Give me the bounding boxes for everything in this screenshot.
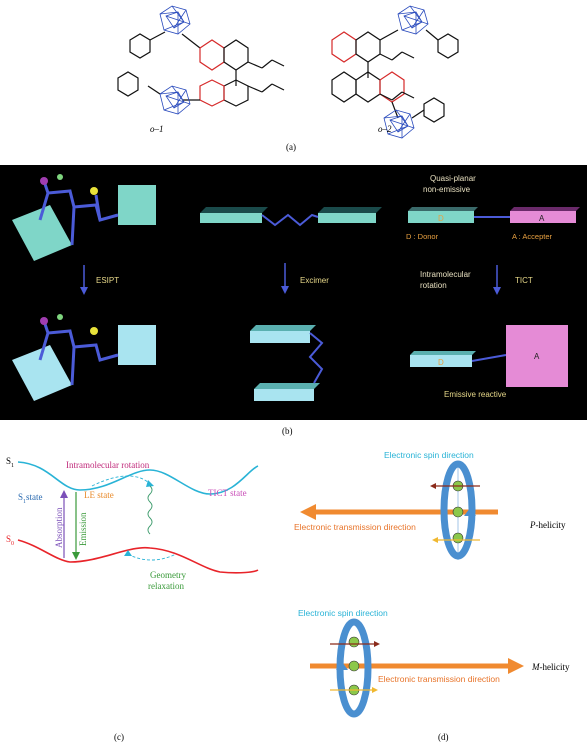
carborane-cage-icon	[383, 109, 415, 139]
acceptor-box-label: A	[539, 214, 545, 223]
acceptor-box-label-2: A	[534, 352, 540, 361]
transmission-direction-label-top: Electronic transmission direction	[294, 522, 416, 532]
s1-label: S1	[6, 456, 14, 469]
absorption-label: Absorption	[54, 507, 64, 548]
molecule-o2-label: o–2	[378, 124, 392, 134]
tict-top: D A	[408, 207, 580, 223]
s1-state-label: S1state	[18, 492, 43, 505]
intramolecular-label: Intramolecular	[420, 270, 471, 279]
emission-label: Emission	[78, 512, 88, 546]
electron-icon	[452, 506, 464, 518]
panel-c-label: (c)	[114, 732, 124, 742]
atom-icon	[57, 174, 63, 180]
panel-b-label: (b)	[282, 426, 293, 436]
spin-direction-label-top: Electronic spin direction	[384, 450, 474, 460]
atom-icon	[90, 187, 98, 195]
donor-legend: D : Donor	[406, 232, 439, 241]
rotation-label: rotation	[420, 281, 447, 290]
panel-b-background	[0, 165, 587, 420]
s0-label: S0	[6, 534, 14, 547]
intramolecular-rotation-label: Intramolecular rotation	[66, 460, 150, 470]
electron-icon	[348, 636, 360, 648]
esipt-bottom-molecule	[12, 314, 156, 401]
le-state-label: LE state	[84, 490, 114, 500]
transmission-direction-label-bottom: Electronic transmission direction	[378, 674, 500, 684]
molecule-o2	[331, 5, 459, 139]
acceptor-legend: A : Accepter	[512, 232, 553, 241]
panel-a-structures: o–1 o–2 (a)	[117, 5, 459, 152]
esipt-top-molecule	[12, 174, 156, 261]
molecule-o1	[117, 5, 285, 115]
s1-curve	[17, 461, 259, 495]
panel-c-energy-diagram: S1 S0 Intramolecular rotation S1state LE…	[6, 456, 259, 591]
panel-d-label: (d)	[438, 732, 449, 742]
electron-icon	[348, 660, 360, 672]
molecule-o1-label: o–1	[150, 124, 164, 134]
tict-label: TICT	[515, 276, 533, 285]
relaxation-arrow	[127, 553, 177, 561]
electron-icon	[452, 532, 464, 544]
tict-state-label: TICT state	[208, 488, 247, 498]
excimer-top	[200, 207, 382, 227]
nonradiative-decay-icon	[147, 485, 153, 535]
excimer-bottom	[250, 325, 324, 401]
atom-icon	[57, 314, 63, 320]
relaxation-label: relaxation	[148, 581, 184, 591]
panel-d-helicity: Electronic spin direction Electronic tra…	[294, 450, 570, 718]
non-emissive-label: non-emissive	[423, 185, 471, 194]
atom-icon	[40, 317, 48, 325]
donor-box-label: D	[438, 214, 444, 223]
emissive-label: Emissive reactive	[444, 390, 507, 399]
esipt-label: ESIPT	[96, 276, 119, 285]
atom-icon	[40, 177, 48, 185]
rotation-arrow	[91, 475, 151, 487]
panel-b-mechanisms: ESIPT Excimer Quasi-planar non-emissive …	[0, 165, 587, 420]
m-helicity-label: M-helicity	[531, 662, 570, 672]
quasi-planar-label: Quasi-planar	[430, 174, 476, 183]
carborane-cage-icon	[159, 5, 191, 35]
atom-icon	[90, 327, 98, 335]
carborane-cage-icon	[159, 85, 191, 115]
panel-a-label: (a)	[286, 142, 296, 152]
carborane-cage-icon	[397, 5, 429, 35]
p-helicity-label: P-helicity	[529, 520, 566, 530]
s0-curve	[17, 539, 259, 574]
geometry-label: Geometry	[150, 570, 186, 580]
excimer-label: Excimer	[300, 276, 329, 285]
tict-bottom: D A	[410, 325, 568, 387]
spin-direction-label-bottom: Electronic spin direction	[298, 608, 388, 618]
donor-box-label-2: D	[438, 358, 444, 367]
